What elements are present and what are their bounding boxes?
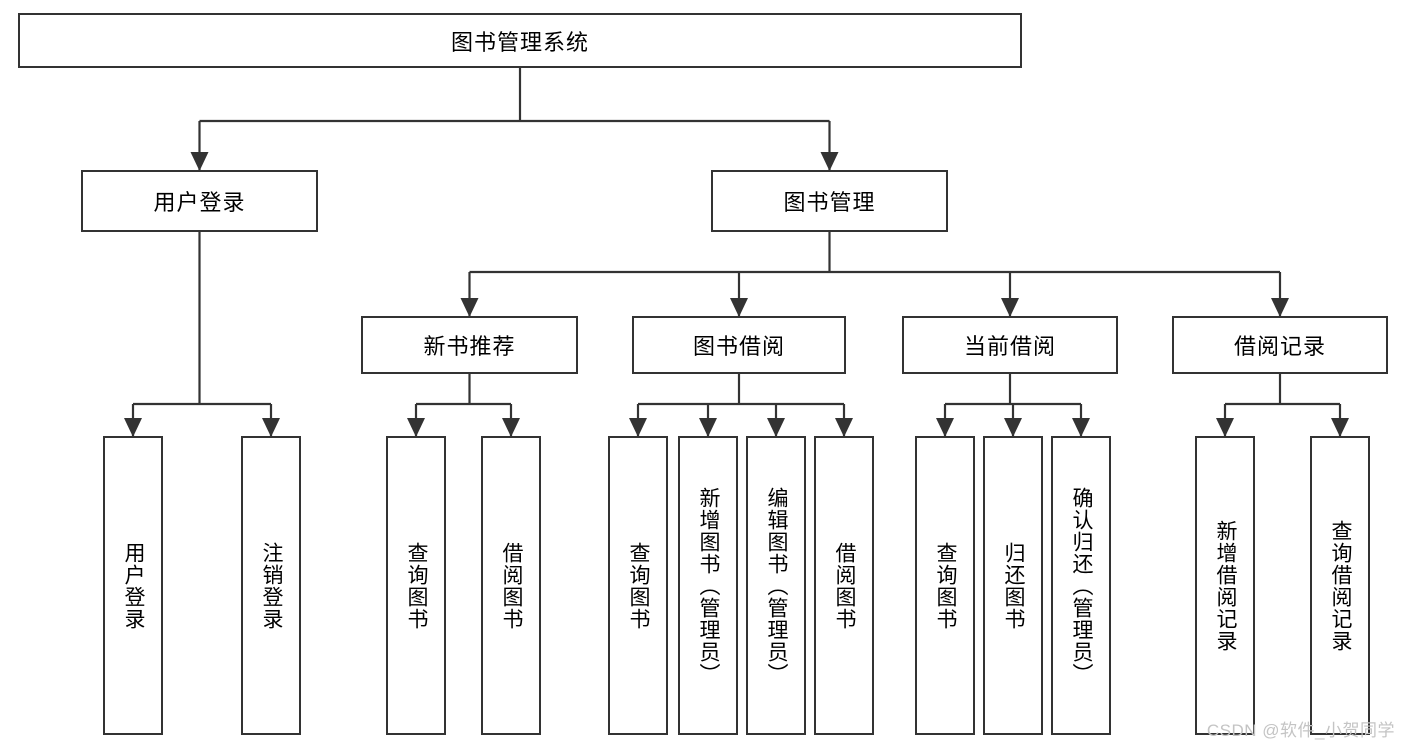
arrow-head-icon	[1271, 298, 1289, 317]
node-root-system[interactable]: 图书管理系统	[18, 13, 1022, 68]
node-leaf-add-book[interactable]: 新增图书（管理员）	[678, 436, 738, 735]
arrow-head-icon	[1001, 298, 1019, 317]
arrow-head-icon	[190, 152, 209, 171]
node-current-borrow[interactable]: 当前借阅	[902, 316, 1118, 374]
node-borrow-record-label: 借阅记录	[1233, 334, 1326, 359]
arrow-head-icon	[699, 418, 717, 437]
arrow-head-icon	[629, 418, 647, 437]
node-leaf-user-login[interactable]: 用户登录	[103, 436, 163, 735]
node-leaf-add-record-label: 新增借阅记录	[1214, 519, 1238, 652]
node-leaf-add-book-label: 新增图书（管理员）	[697, 486, 721, 685]
node-leaf-borrow-book-2[interactable]: 借阅图书	[814, 436, 874, 735]
arrow-head-icon	[1004, 418, 1022, 437]
node-leaf-query-book-3-label: 查询图书	[934, 541, 958, 630]
arrow-head-icon	[730, 298, 748, 317]
node-book-borrow-label: 图书借阅	[692, 334, 785, 359]
node-leaf-return-book-label: 归还图书	[1002, 541, 1026, 630]
node-root-system-label: 图书管理系统	[450, 29, 589, 55]
node-leaf-borrow-book-1-label: 借阅图书	[500, 541, 524, 630]
node-borrow-record[interactable]: 借阅记录	[1172, 316, 1388, 374]
node-leaf-logout-login-label: 注销登录	[260, 541, 284, 630]
node-current-borrow-label: 当前借阅	[963, 334, 1056, 359]
node-new-book-recommend-label: 新书推荐	[423, 334, 516, 359]
arrow-head-icon	[407, 418, 425, 437]
node-leaf-query-book-3[interactable]: 查询图书	[915, 436, 975, 735]
node-book-borrow[interactable]: 图书借阅	[632, 316, 846, 374]
node-book-manage-label: 图书管理	[783, 190, 876, 215]
node-leaf-edit-book[interactable]: 编辑图书（管理员）	[746, 436, 806, 735]
arrow-head-icon	[1331, 418, 1349, 437]
node-leaf-query-record[interactable]: 查询借阅记录	[1310, 436, 1370, 735]
node-leaf-query-book-1[interactable]: 查询图书	[386, 436, 446, 735]
node-leaf-edit-book-label: 编辑图书（管理员）	[765, 486, 789, 685]
node-book-manage[interactable]: 图书管理	[711, 170, 948, 232]
arrow-head-icon	[936, 418, 954, 437]
node-leaf-user-login-label: 用户登录	[122, 541, 146, 630]
arrow-head-icon	[1072, 418, 1090, 437]
arrow-head-icon	[262, 418, 280, 437]
node-leaf-borrow-book-2-label: 借阅图书	[833, 541, 857, 630]
node-leaf-return-book[interactable]: 归还图书	[983, 436, 1043, 735]
node-leaf-query-book-2-label: 查询图书	[627, 541, 651, 630]
node-user-login[interactable]: 用户登录	[81, 170, 318, 232]
node-leaf-query-record-label: 查询借阅记录	[1329, 519, 1353, 652]
node-leaf-confirm-return-label: 确认归还（管理员）	[1070, 486, 1094, 685]
connectors-group	[124, 68, 1349, 437]
arrow-head-icon	[124, 418, 142, 437]
arrow-head-icon	[835, 418, 853, 437]
arrow-head-icon	[1216, 418, 1234, 437]
arrow-head-icon	[460, 298, 479, 317]
node-leaf-confirm-return[interactable]: 确认归还（管理员）	[1051, 436, 1111, 735]
node-leaf-query-book-2[interactable]: 查询图书	[608, 436, 668, 735]
node-user-login-label: 用户登录	[153, 190, 246, 215]
node-new-book-recommend[interactable]: 新书推荐	[361, 316, 578, 374]
node-leaf-logout-login[interactable]: 注销登录	[241, 436, 301, 735]
arrow-head-icon	[767, 418, 785, 437]
node-leaf-add-record[interactable]: 新增借阅记录	[1195, 436, 1255, 735]
arrow-head-icon	[820, 152, 839, 171]
arrow-head-icon	[502, 418, 520, 437]
node-leaf-query-book-1-label: 查询图书	[405, 541, 429, 630]
node-leaf-borrow-book-1[interactable]: 借阅图书	[481, 436, 541, 735]
